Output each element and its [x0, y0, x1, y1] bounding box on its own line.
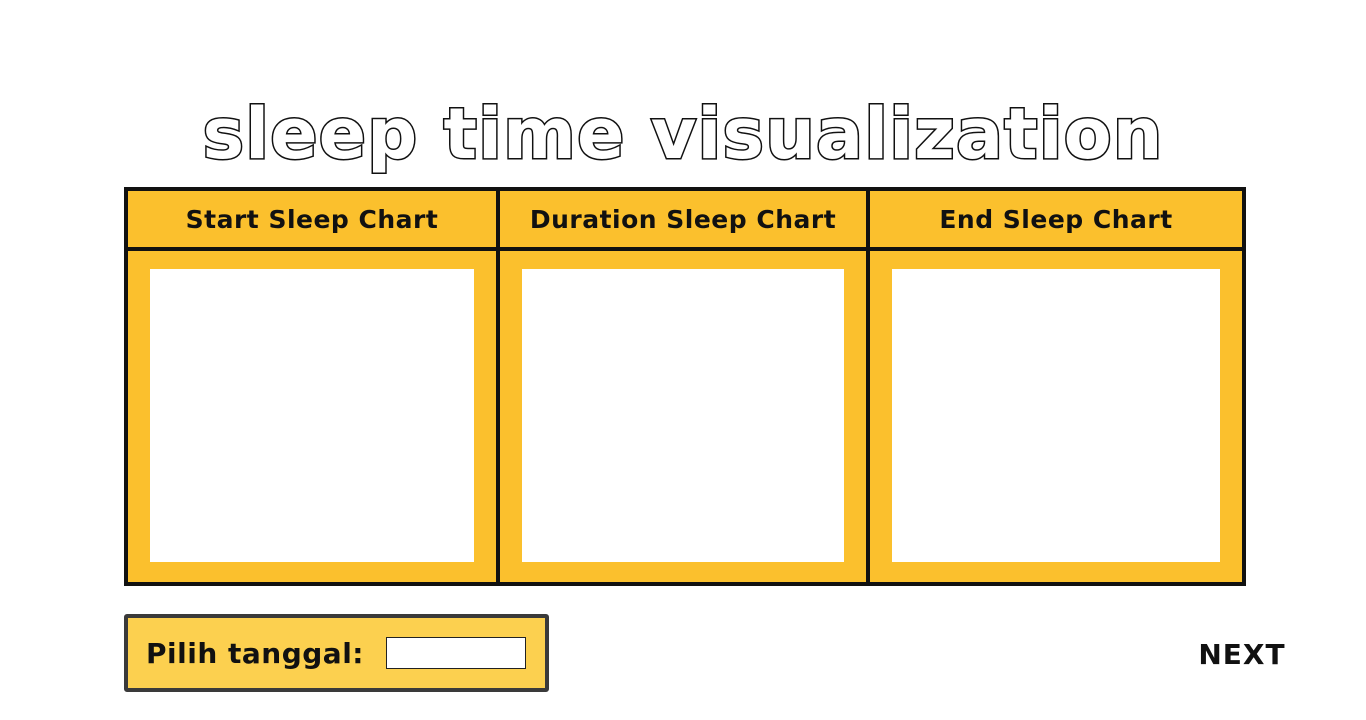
start-sleep-chart-panel: Start Sleep Chart	[128, 191, 500, 582]
date-input[interactable]	[385, 637, 526, 669]
start-sleep-chart-header: Start Sleep Chart	[128, 191, 496, 251]
duration-sleep-chart-panel: Duration Sleep Chart	[500, 191, 870, 582]
date-picker-label: Pilih tanggal:	[146, 636, 364, 670]
end-sleep-chart-header: End Sleep Chart	[870, 191, 1242, 251]
duration-sleep-chart-canvas	[522, 269, 844, 562]
start-sleep-chart-canvas	[150, 269, 474, 562]
chart-table: Start Sleep Chart Duration Sleep Chart E…	[124, 187, 1246, 586]
page-title: sleep time visualization	[201, 92, 1164, 175]
duration-sleep-chart-body	[500, 251, 866, 582]
end-sleep-chart-canvas	[892, 269, 1220, 562]
end-sleep-chart-body	[870, 251, 1242, 582]
next-button[interactable]: NEXT	[1190, 634, 1294, 674]
date-picker: Pilih tanggal:	[124, 614, 549, 692]
start-sleep-chart-body	[128, 251, 496, 582]
duration-sleep-chart-header: Duration Sleep Chart	[500, 191, 866, 251]
end-sleep-chart-panel: End Sleep Chart	[870, 191, 1242, 582]
